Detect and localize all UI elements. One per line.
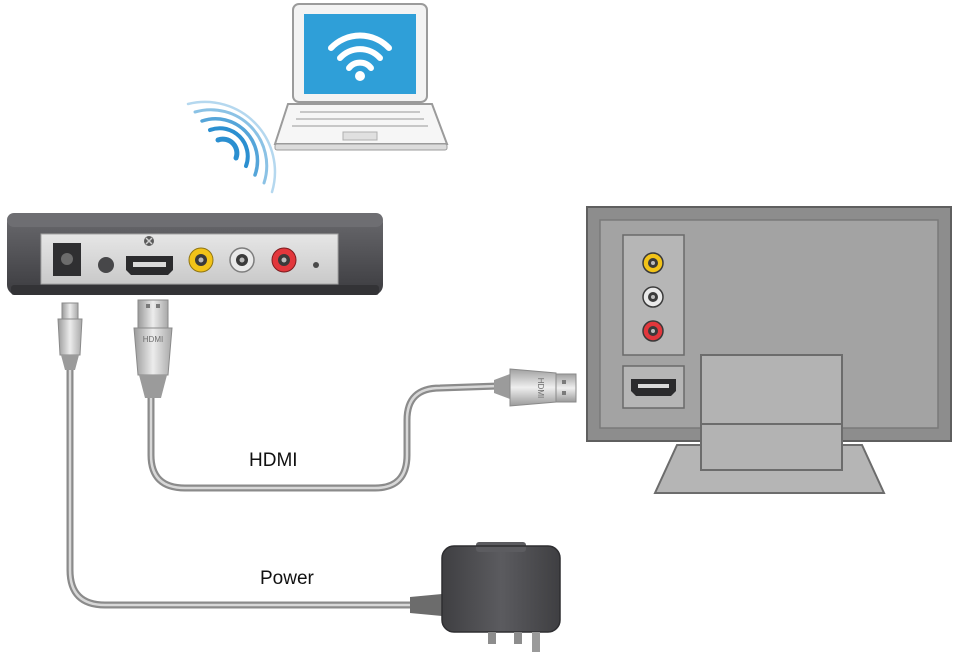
power-cable bbox=[57, 302, 442, 616]
hdmi-plug-box-end: HDMI bbox=[133, 299, 173, 398]
rca-yellow-port bbox=[188, 247, 214, 273]
reset-button bbox=[98, 257, 114, 273]
television bbox=[586, 206, 952, 494]
status-led bbox=[313, 262, 319, 268]
hdmi-plug-label-tv: HDMI bbox=[536, 378, 545, 398]
hdmi-port-icon bbox=[126, 256, 173, 275]
hdmi-cable-label: HDMI bbox=[249, 450, 298, 471]
laptop-trackpad bbox=[342, 131, 378, 141]
power-cable-label: Power bbox=[260, 568, 315, 589]
tv-rca-red-port bbox=[642, 320, 664, 342]
rca-white-port bbox=[229, 247, 255, 273]
tv-rca-yellow-port bbox=[642, 252, 664, 274]
hdmi-plug-label: HDMI bbox=[143, 335, 163, 344]
power-adapter bbox=[441, 542, 561, 652]
tv-rca-white-port bbox=[642, 286, 664, 308]
logo-icon bbox=[144, 236, 154, 246]
tv-stand-neck bbox=[700, 354, 843, 471]
laptop bbox=[273, 3, 449, 151]
dc-barrel-plug bbox=[57, 302, 83, 370]
wireless-signal-icon bbox=[186, 100, 277, 194]
laptop-screen bbox=[304, 14, 416, 94]
hdmi-plug-tv-end: HDMI bbox=[494, 368, 577, 407]
media-box bbox=[7, 213, 383, 295]
dc-power-port bbox=[53, 243, 81, 276]
hdmi-cable bbox=[147, 382, 502, 492]
rca-red-port bbox=[271, 247, 297, 273]
wifi-icon bbox=[328, 32, 392, 71]
tv-hdmi-port-icon bbox=[631, 379, 676, 396]
